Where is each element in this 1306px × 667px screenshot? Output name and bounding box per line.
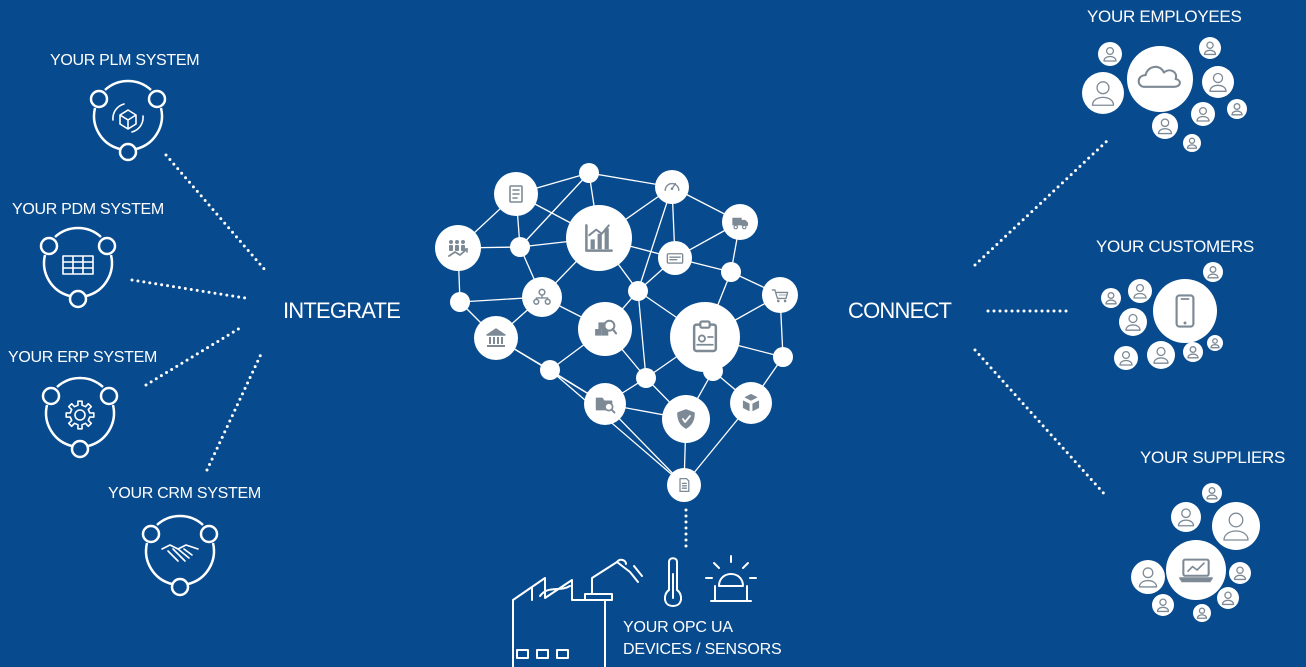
truck-icon [722,204,758,240]
inventory-search-icon [578,302,632,356]
org-chart-icon [522,277,562,317]
cart-icon [762,277,798,313]
network-node [636,368,656,388]
suppliers-label: YOUR SUPPLIERS [1140,448,1286,467]
pdm-system-label: YOUR PDM SYSTEM [12,201,164,218]
supplier-avatar [1131,560,1165,594]
supplier-avatar [1193,604,1211,622]
customer-avatar [1101,288,1121,308]
employee-avatar [1191,102,1215,126]
customer-avatar [1147,341,1175,369]
connector-erp [144,326,242,387]
network-node [579,163,599,183]
file-icon [667,468,701,502]
robot-arm-icon [584,558,643,601]
handshake-icon [141,514,219,597]
folder-search-icon [584,383,626,425]
integrate-label: INTEGRATE [283,298,401,323]
shield-icon [662,395,710,443]
plm-system-label: YOUR PLM SYSTEM [50,52,200,69]
cloud-icon [1127,46,1193,112]
supplier-avatar [1171,502,1201,532]
employee-avatar [1202,66,1234,98]
network-node [510,237,530,257]
supplier-avatar [1217,587,1239,609]
supplier-avatar [1152,594,1174,616]
gear-icon [41,376,119,459]
customer-avatar [1207,335,1223,351]
erp-system-label: YOUR ERP SYSTEM [8,349,158,366]
clipboard-icon [670,302,740,372]
thermometer-icon [663,557,683,607]
employee-avatar [1199,37,1221,59]
smartphone-icon [1153,279,1217,343]
opc-devices-label: YOUR OPC UA DEVICES / SENSORS [623,617,782,661]
network-node [773,347,793,367]
bar-chart-icon [566,205,632,271]
document-icon [494,172,538,216]
connector-employees [973,138,1110,267]
customer-avatar [1128,279,1152,303]
boxes-icon [730,382,772,424]
box-cycle-icon [89,79,167,162]
grid-table-icon [39,226,117,309]
card-icon [658,241,692,275]
supplier-avatar [1212,502,1260,550]
network-node [450,292,470,312]
customers-label: YOUR CUSTOMERS [1096,237,1254,256]
laptop-chart-icon [1166,540,1226,600]
network-node [703,361,723,381]
supplier-avatar [1202,483,1222,503]
team-growth-icon [435,225,481,271]
opc-label-line1: YOUR OPC UA [623,619,733,636]
customer-avatar [1119,308,1147,336]
factory-icon [512,577,606,667]
opc-label-line2: DEVICES / SENSORS [623,641,782,658]
crm-system-label: YOUR CRM SYSTEM [108,485,261,502]
connector-crm [205,350,264,472]
employee-avatar [1098,42,1122,66]
customer-avatar [1203,262,1223,282]
connector-plm [164,153,267,272]
bank-icon [474,316,518,360]
employee-avatar [1183,134,1201,152]
alarm-light-icon [705,555,757,602]
network-node [540,360,560,380]
employee-avatar [1152,113,1178,139]
employee-avatar [1227,99,1247,119]
employee-avatar [1082,72,1124,114]
gauge-icon [655,170,689,204]
customer-avatar [1183,342,1203,362]
connect-label: CONNECT [848,298,952,323]
network-node [628,281,648,301]
customer-avatar [1114,346,1138,370]
employees-label: YOUR EMPLOYEES [1087,7,1242,26]
supplier-avatar [1229,562,1251,584]
network-node [721,262,741,282]
connector-pdm [130,278,247,300]
connector-suppliers [973,348,1109,499]
